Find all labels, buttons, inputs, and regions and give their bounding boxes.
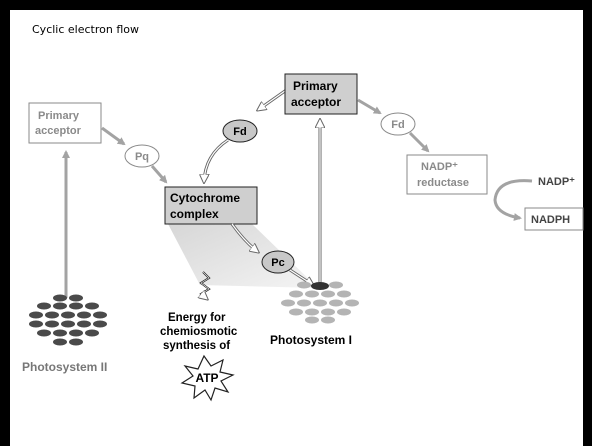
photosystem2-cluster	[29, 294, 107, 346]
nadph-box	[524, 207, 584, 231]
energy-label-2: chemiosmotic	[160, 326, 238, 338]
pc-oval	[261, 250, 295, 274]
ps2-acceptor-label-1: Primary	[38, 110, 80, 122]
arrow-pq-to-cytochrome	[150, 165, 168, 184]
nadp-reductase-box	[406, 154, 488, 195]
arrow-acceptor-to-pq	[101, 126, 126, 146]
atp-starburst	[180, 354, 235, 402]
fd-right-label: Fd	[391, 119, 404, 131]
ps1-acceptor-label-2: acceptor	[291, 95, 341, 109]
arrow-fd-to-reductase	[408, 131, 430, 153]
cytochrome-label-2: complex	[170, 207, 219, 221]
photosystem1-cluster	[281, 281, 359, 324]
pq-oval	[124, 144, 160, 168]
photosystem2-label: Photosystem II	[22, 360, 107, 374]
nadp-plus-label: NADP⁺	[538, 176, 575, 188]
pc-label: Pc	[271, 257, 284, 269]
fd-left-label: Fd	[233, 126, 246, 138]
cytochrome-complex-box	[164, 186, 258, 225]
energy-label-1: Energy for	[168, 312, 226, 324]
nadp-reductase-label-2: reductase	[417, 177, 469, 189]
energy-shading	[167, 222, 318, 288]
atp-label: ATP	[195, 371, 218, 385]
fd-right-oval	[380, 112, 416, 136]
slide-title: Cyclic electron flow	[32, 23, 139, 36]
ps2-primary-acceptor-box	[28, 102, 102, 144]
pq-label: Pq	[135, 151, 149, 163]
ps1-acceptor-label-1: Primary	[293, 79, 338, 93]
cytochrome-label-1: Cytochrome	[170, 191, 240, 205]
photosystem1-label: Photosystem I	[270, 333, 352, 347]
arrow-nadp-to-nadph	[493, 179, 533, 221]
energy-label-3: synthesis of	[163, 340, 230, 352]
nadph-label: NADPH	[531, 214, 570, 226]
ps1-primary-acceptor-box	[284, 73, 358, 115]
nadp-reductase-label-1: NADP⁺	[421, 161, 458, 173]
arrow-acceptor-to-fd-right	[357, 98, 382, 115]
ps2-acceptor-label-2: acceptor	[35, 125, 82, 137]
fd-left-oval	[222, 119, 258, 143]
arrow-fd-to-cytochrome	[204, 138, 229, 182]
